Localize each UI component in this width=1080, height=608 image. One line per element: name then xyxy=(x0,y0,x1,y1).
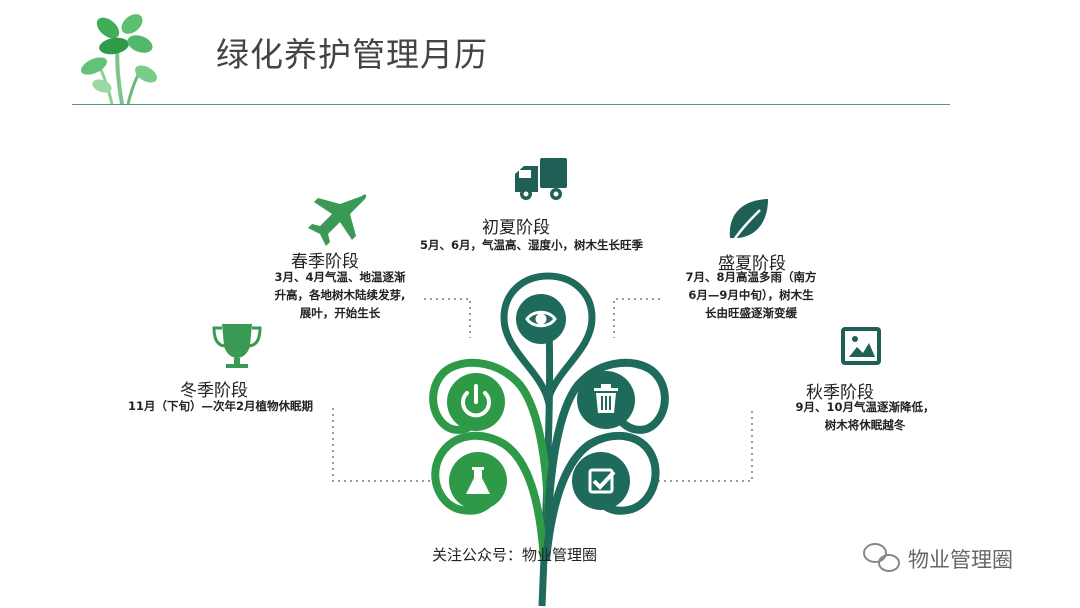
picture-icon xyxy=(841,327,881,365)
truck-icon xyxy=(515,158,567,200)
right-lower-petal xyxy=(542,432,660,561)
winter-title: 冬季阶段 xyxy=(180,381,248,401)
midsummer-desc-line: 7月、8月高温多雨（南方 xyxy=(685,270,817,284)
eye-icon xyxy=(525,310,557,328)
midsummer-desc-line: 6月—9月中旬），树木生 xyxy=(688,288,814,302)
midsummer-desc: 7月、8月高温多雨（南方 6月—9月中旬），树木生 长由旺盛逐渐变缓 xyxy=(662,268,840,322)
spring-desc-line: 3月、4月气温、地温逐渐 xyxy=(274,270,406,284)
left-lower-petal xyxy=(431,431,548,561)
autumn-title: 秋季阶段 xyxy=(806,383,874,403)
page-title: 绿化养护管理月历 xyxy=(216,35,488,74)
trophy-icon xyxy=(212,324,262,368)
checkbox-icon xyxy=(588,468,616,494)
airplane-icon xyxy=(308,194,367,246)
autumn-desc: 9月、10月气温逐渐降低， 树木将休眠越冬 xyxy=(776,398,954,434)
plant-logo xyxy=(80,14,157,105)
spring-desc: 3月、4月气温、地温逐渐 升高，各地树木陆续发芽, 展叶，开始生长 xyxy=(246,268,434,322)
trash-icon xyxy=(594,384,618,413)
early-summer-title: 初夏阶段 xyxy=(482,218,550,238)
header-divider xyxy=(72,104,950,105)
power-icon xyxy=(461,384,491,418)
midsummer-desc-line: 长由旺盛逐渐变缓 xyxy=(705,306,797,320)
follow-text: 关注公众号：物业管理圈 xyxy=(432,546,598,564)
autumn-desc-line: 9月、10月气温逐渐降低， xyxy=(795,400,935,414)
connector-lines xyxy=(332,298,753,482)
spring-title: 春季阶段 xyxy=(291,252,359,272)
autumn-desc-line: 树木将休眠越冬 xyxy=(824,418,906,432)
spring-desc-line: 展叶，开始生长 xyxy=(299,306,381,320)
flask-icon xyxy=(466,467,490,494)
early-summer-desc: 5月、6月，气温高、湿度小，树木生长旺季 xyxy=(420,238,644,252)
midsummer-title: 盛夏阶段 xyxy=(718,254,786,274)
spring-desc-line: 升高，各地树木陆续发芽, xyxy=(274,288,406,302)
leaf-icon xyxy=(729,199,768,241)
watermark: 物业管理圈 xyxy=(908,548,1013,572)
wechat-icon xyxy=(863,543,900,572)
winter-desc: 11月（下旬）—次年2月植物休眠期 xyxy=(128,399,314,413)
